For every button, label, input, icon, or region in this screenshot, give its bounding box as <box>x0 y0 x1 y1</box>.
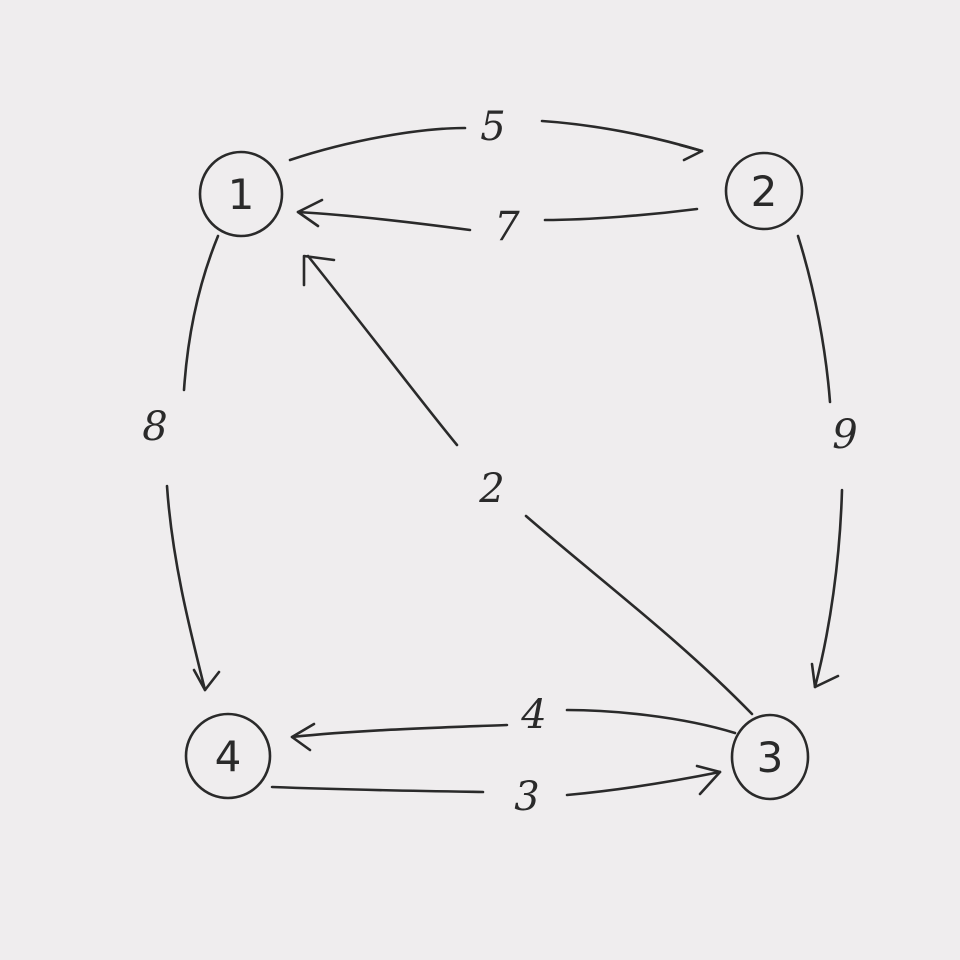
edge-3-to-1: 2 <box>302 254 754 716</box>
edge-2-to-1-weight: 7 <box>494 204 520 250</box>
node-2: 2 <box>724 151 804 231</box>
edge-4-to-3-weight: 3 <box>514 774 539 820</box>
edge-4-to-3: 3 <box>270 764 722 820</box>
edge-2-to-3: 9 <box>796 234 858 689</box>
node-2-label: 2 <box>751 167 778 216</box>
node-4-label: 4 <box>215 732 242 781</box>
edge-2-to-1: 7 <box>296 198 699 250</box>
node-3-label: 3 <box>757 733 784 782</box>
edge-3-to-4: 4 <box>290 692 737 752</box>
node-1-label: 1 <box>228 170 255 219</box>
node-4: 4 <box>184 712 272 800</box>
edge-1-to-4: 8 <box>142 234 221 692</box>
edge-1-to-4-weight: 8 <box>142 404 167 450</box>
edge-1-to-2: 5 <box>288 104 704 162</box>
edge-3-to-1-weight: 2 <box>478 466 504 512</box>
edge-2-to-3-weight: 9 <box>832 412 857 458</box>
edge-1-to-2-weight: 5 <box>480 104 505 150</box>
edge-3-to-4-weight: 4 <box>520 692 546 738</box>
node-3: 3 <box>730 713 810 801</box>
node-1: 1 <box>198 150 284 238</box>
